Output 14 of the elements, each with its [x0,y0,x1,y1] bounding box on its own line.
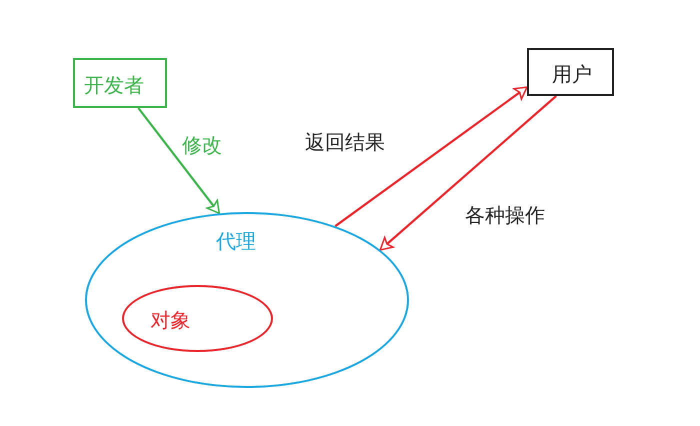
proxy-ellipse [85,212,409,388]
edge-label: 修改 [182,135,222,155]
edge-label: 返回结果 [305,132,385,152]
node-label: 用户 [552,64,592,84]
node-label: 代理 [216,231,256,251]
edge-label: 各种操作 [465,205,545,225]
arrow [379,95,557,251]
arrow [334,86,528,228]
arrow [137,107,220,214]
object-ellipse [122,284,272,352]
process-box [527,48,614,96]
node-label: 对象 [150,310,190,330]
node-label: 开发者 [84,75,144,95]
process-box [73,58,167,108]
